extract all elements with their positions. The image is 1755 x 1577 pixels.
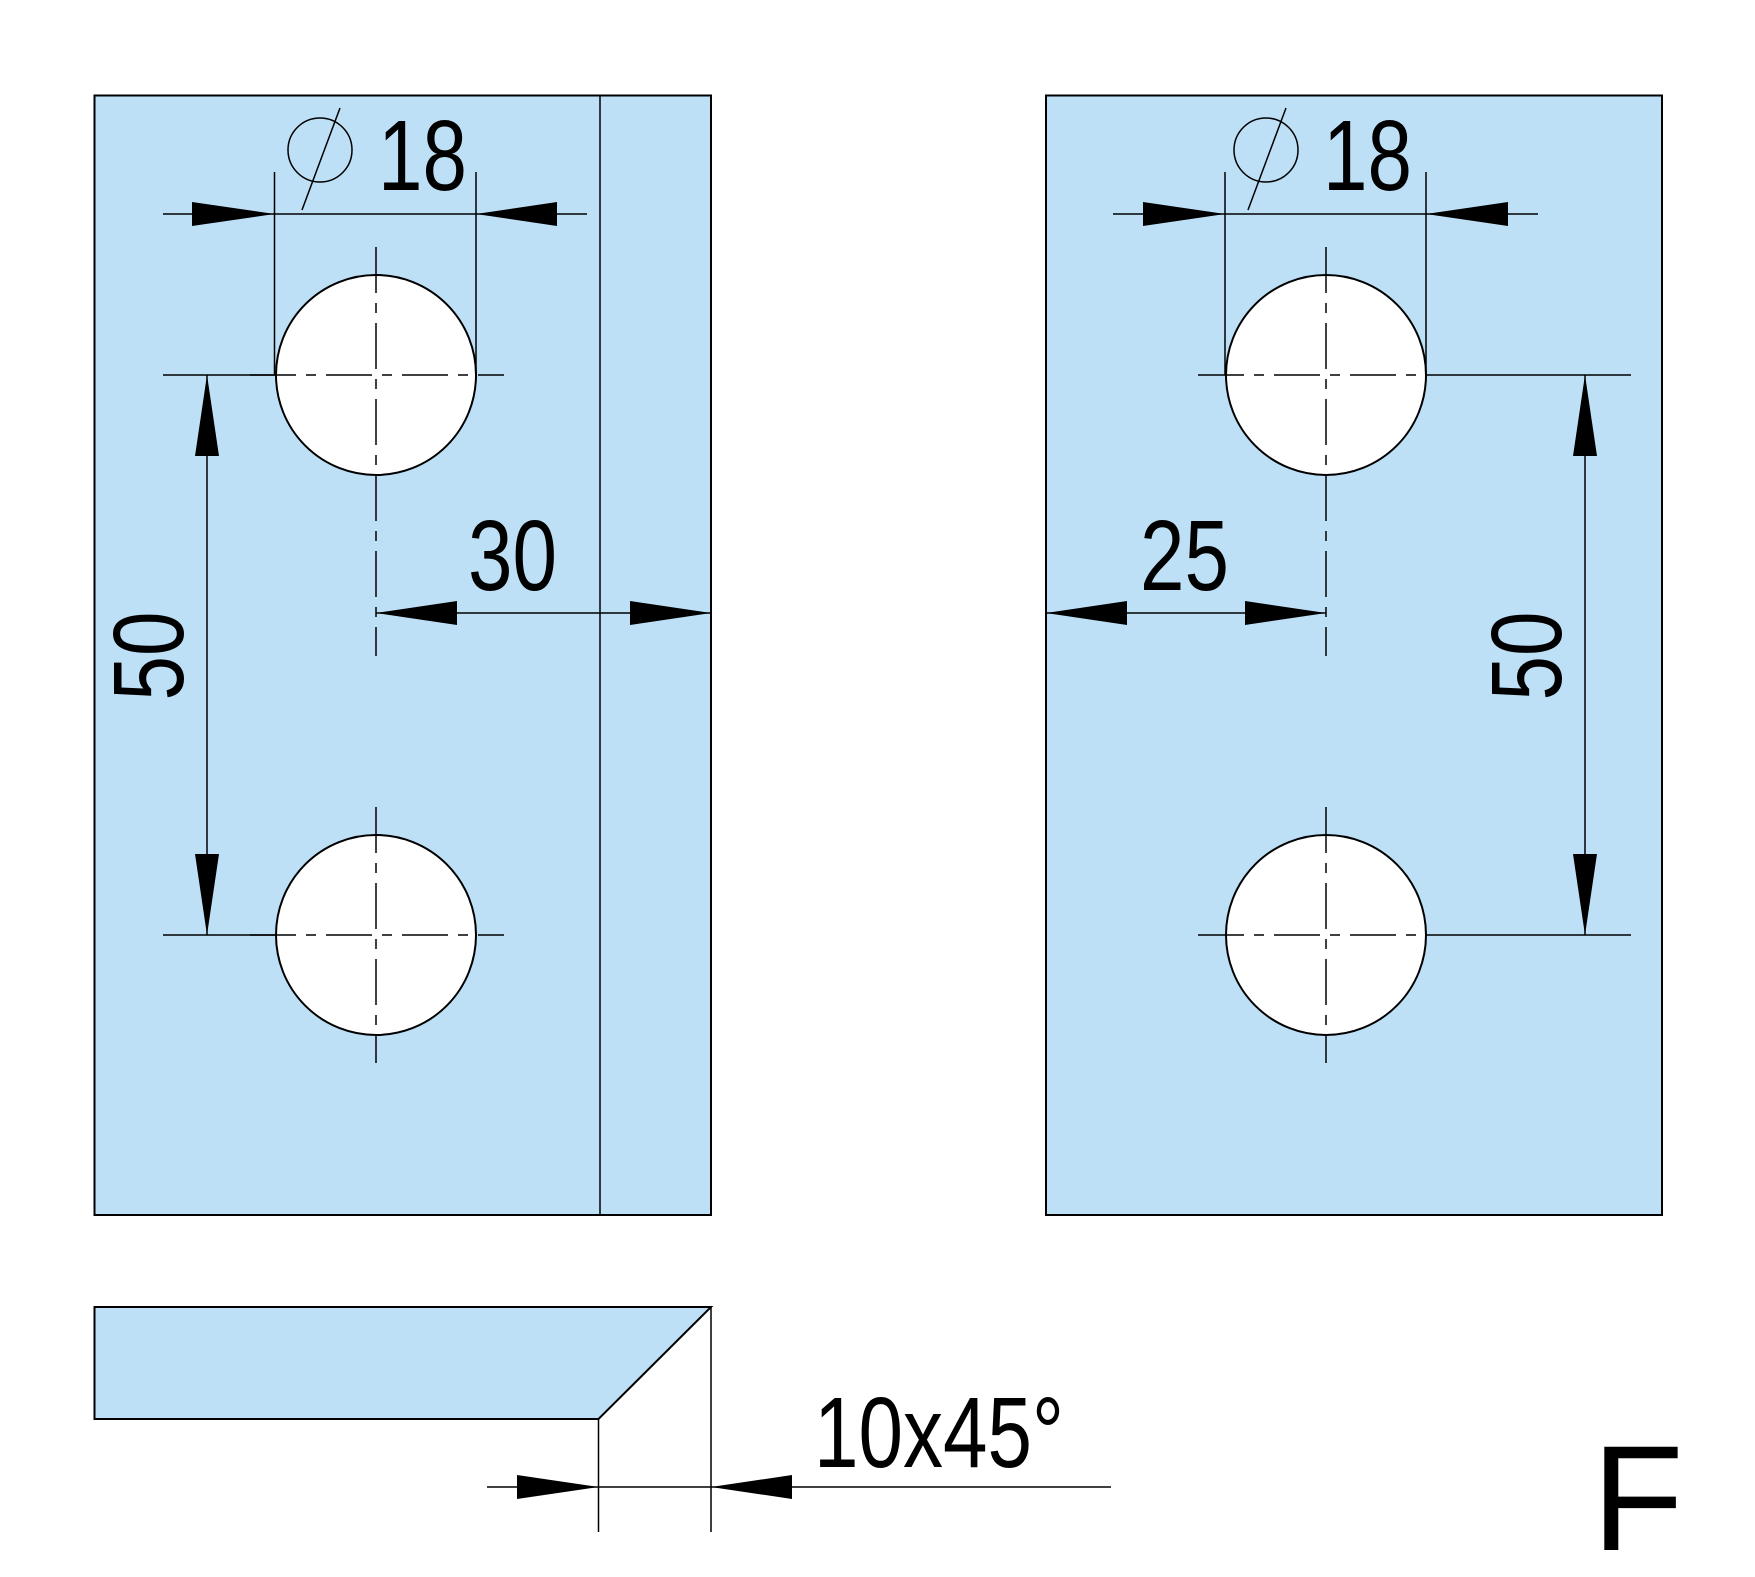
arrow [1143,202,1225,226]
diameter-label: 18 [287,101,467,213]
edge-distance-text: 30 [468,501,557,613]
diameter-symbol-slash [301,107,341,211]
diameter-symbol-slash [1247,107,1287,211]
arrow [517,1475,599,1499]
chamfer-text: 10x45° [814,1378,1064,1490]
left-plate-view: 18 30 50 [93,94,712,1216]
arrow [1573,854,1597,935]
diameter-label: 18 [1233,101,1412,213]
arrow [1046,601,1127,625]
arrow [1245,601,1326,625]
arrow [376,601,457,625]
side-profile [93,1306,714,1420]
edge-distance-text: 25 [1140,501,1229,613]
arrow [1426,202,1508,226]
right-plate-view: 18 25 50 [1045,94,1663,1216]
hole-diameter-text: 18 [378,101,467,213]
arrow [195,375,219,456]
hole-spacing-text: 50 [94,612,206,701]
arrow [476,202,557,226]
hole-diameter-text: 18 [1323,101,1412,213]
arrow [1573,375,1597,456]
diameter-symbol-icon [287,117,353,183]
hole-spacing-text: 50 [1472,612,1584,701]
arrow [192,202,275,226]
side-view: 10x45° [93,1306,1111,1532]
arrow [195,854,219,935]
arrow [630,601,711,625]
arrow [711,1475,792,1499]
variant-letter: F [1592,1414,1684,1577]
diameter-symbol-icon [1233,117,1299,183]
